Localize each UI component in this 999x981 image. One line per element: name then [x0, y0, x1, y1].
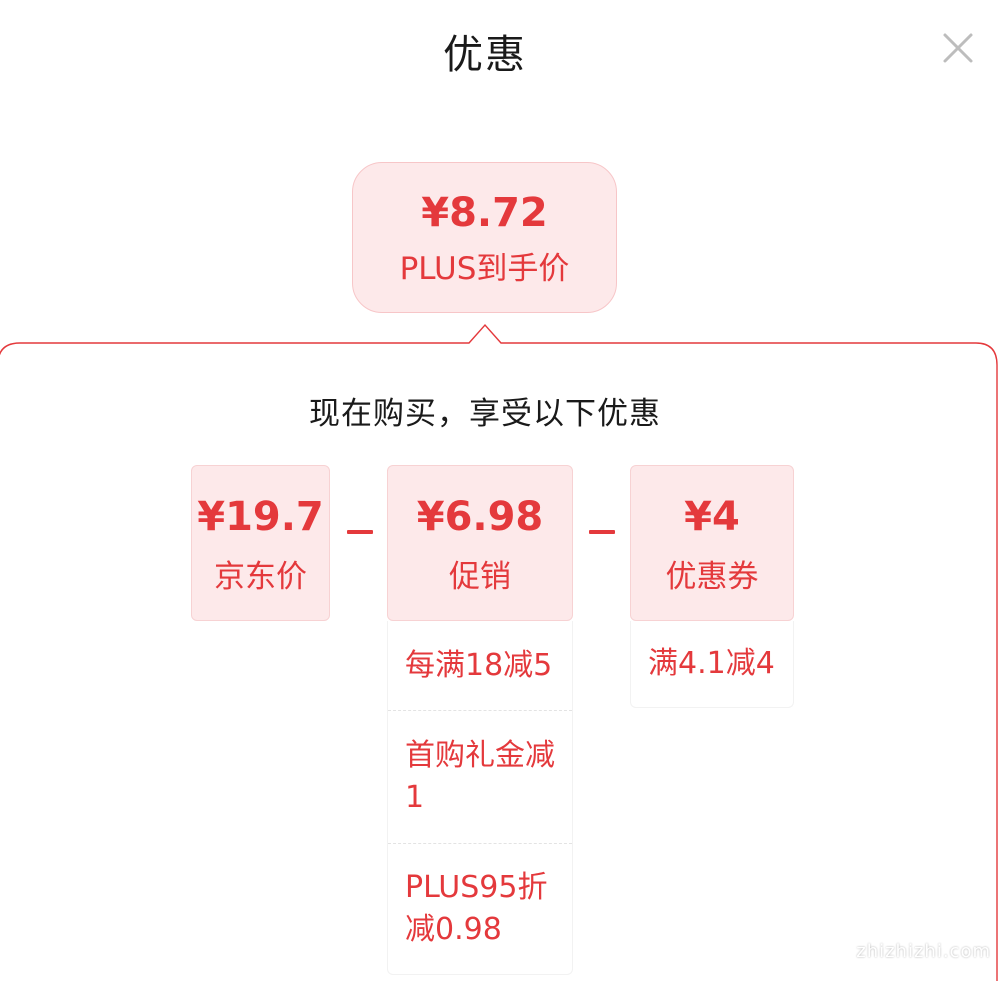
watermark-logo [846, 893, 999, 941]
watermark-text: zhizhizhi.com [856, 941, 991, 962]
jd-price-amount: ¥19.7 [197, 494, 324, 540]
site-watermark: zhizhizhi.com [846, 893, 999, 981]
close-icon [943, 33, 973, 63]
coupon-card: ¥4 优惠券 [630, 465, 794, 621]
sheet-title: 优惠 [443, 32, 527, 78]
breakdown-headline: 现在购买，享受以下优惠 [309, 396, 661, 432]
final-price-box: ¥8.72 PLUS到手价 [352, 162, 617, 313]
minus-sign [347, 530, 373, 534]
coupon-list: 满4.1减4 [630, 621, 794, 708]
coupon-amount: ¥4 [684, 494, 740, 540]
promotion-item: 每满18减5 [405, 647, 553, 683]
watermark-glyph [899, 895, 941, 941]
breakdown-panel-outline [0, 323, 998, 981]
promotion-amount: ¥6.98 [416, 494, 544, 540]
promotion-label: 促销 [449, 559, 511, 595]
final-price-label: PLUS到手价 [399, 251, 570, 287]
watermark-glyph [947, 895, 989, 941]
coupon-label: 优惠券 [665, 559, 759, 595]
watermark-glyph [851, 895, 893, 941]
close-button[interactable] [938, 28, 978, 68]
jd-price-label: 京东价 [214, 559, 307, 595]
promotion-card: ¥6.98 促销 [387, 465, 573, 621]
promotion-list: 每满18减5 首购礼金减1 PLUS95折减0.98 [387, 621, 573, 975]
jd-price-card: ¥19.7 京东价 [191, 465, 330, 621]
promotion-item: 首购礼金减1 [388, 710, 572, 843]
minus-sign [589, 530, 615, 534]
coupon-item: 满4.1减4 [648, 646, 775, 681]
promotion-item: PLUS95折减0.98 [388, 843, 572, 974]
final-price-amount: ¥8.72 [421, 190, 548, 236]
